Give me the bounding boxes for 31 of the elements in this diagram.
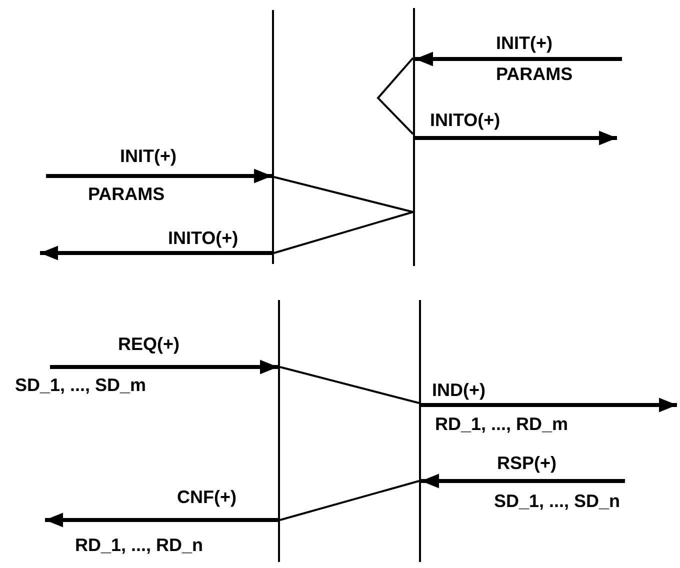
message-label: REQ(+) [118, 334, 180, 354]
message-arrow [45, 512, 278, 528]
connector-line [280, 366, 420, 404]
parameter-label: RD_1, ..., RD_n [75, 535, 204, 555]
message-label: RSP(+) [497, 453, 557, 473]
message-label: INITO(+) [430, 110, 500, 130]
parameter-label: SD_1, ..., SD_n [494, 491, 620, 511]
message-label: CNF(+) [177, 487, 236, 507]
message-arrow [46, 168, 272, 184]
message-arrow [421, 474, 625, 488]
lifeline [278, 300, 280, 562]
message-arrow [50, 360, 278, 374]
connector-line [280, 480, 420, 521]
connector-line [274, 211, 414, 254]
parameter-label: SD_1, ..., SD_m [15, 375, 146, 395]
lifeline [419, 300, 421, 562]
parameter-label: RD_1, ..., RD_m [435, 414, 568, 434]
message-arrow [40, 246, 272, 260]
message-label: IND(+) [432, 380, 486, 400]
parameter-label: PARAMS [496, 64, 573, 84]
connector-line [274, 176, 414, 213]
message-label: INIT(+) [120, 146, 176, 166]
connector-line [376, 57, 414, 135]
parameter-label: PARAMS [88, 184, 165, 204]
message-arrow [415, 52, 622, 66]
message-arrow [421, 398, 677, 412]
lifeline [272, 10, 274, 264]
message-label: INITO(+) [168, 228, 238, 248]
lifeline [413, 8, 415, 266]
message-label: INIT(+) [496, 33, 552, 53]
message-arrow [415, 130, 617, 146]
